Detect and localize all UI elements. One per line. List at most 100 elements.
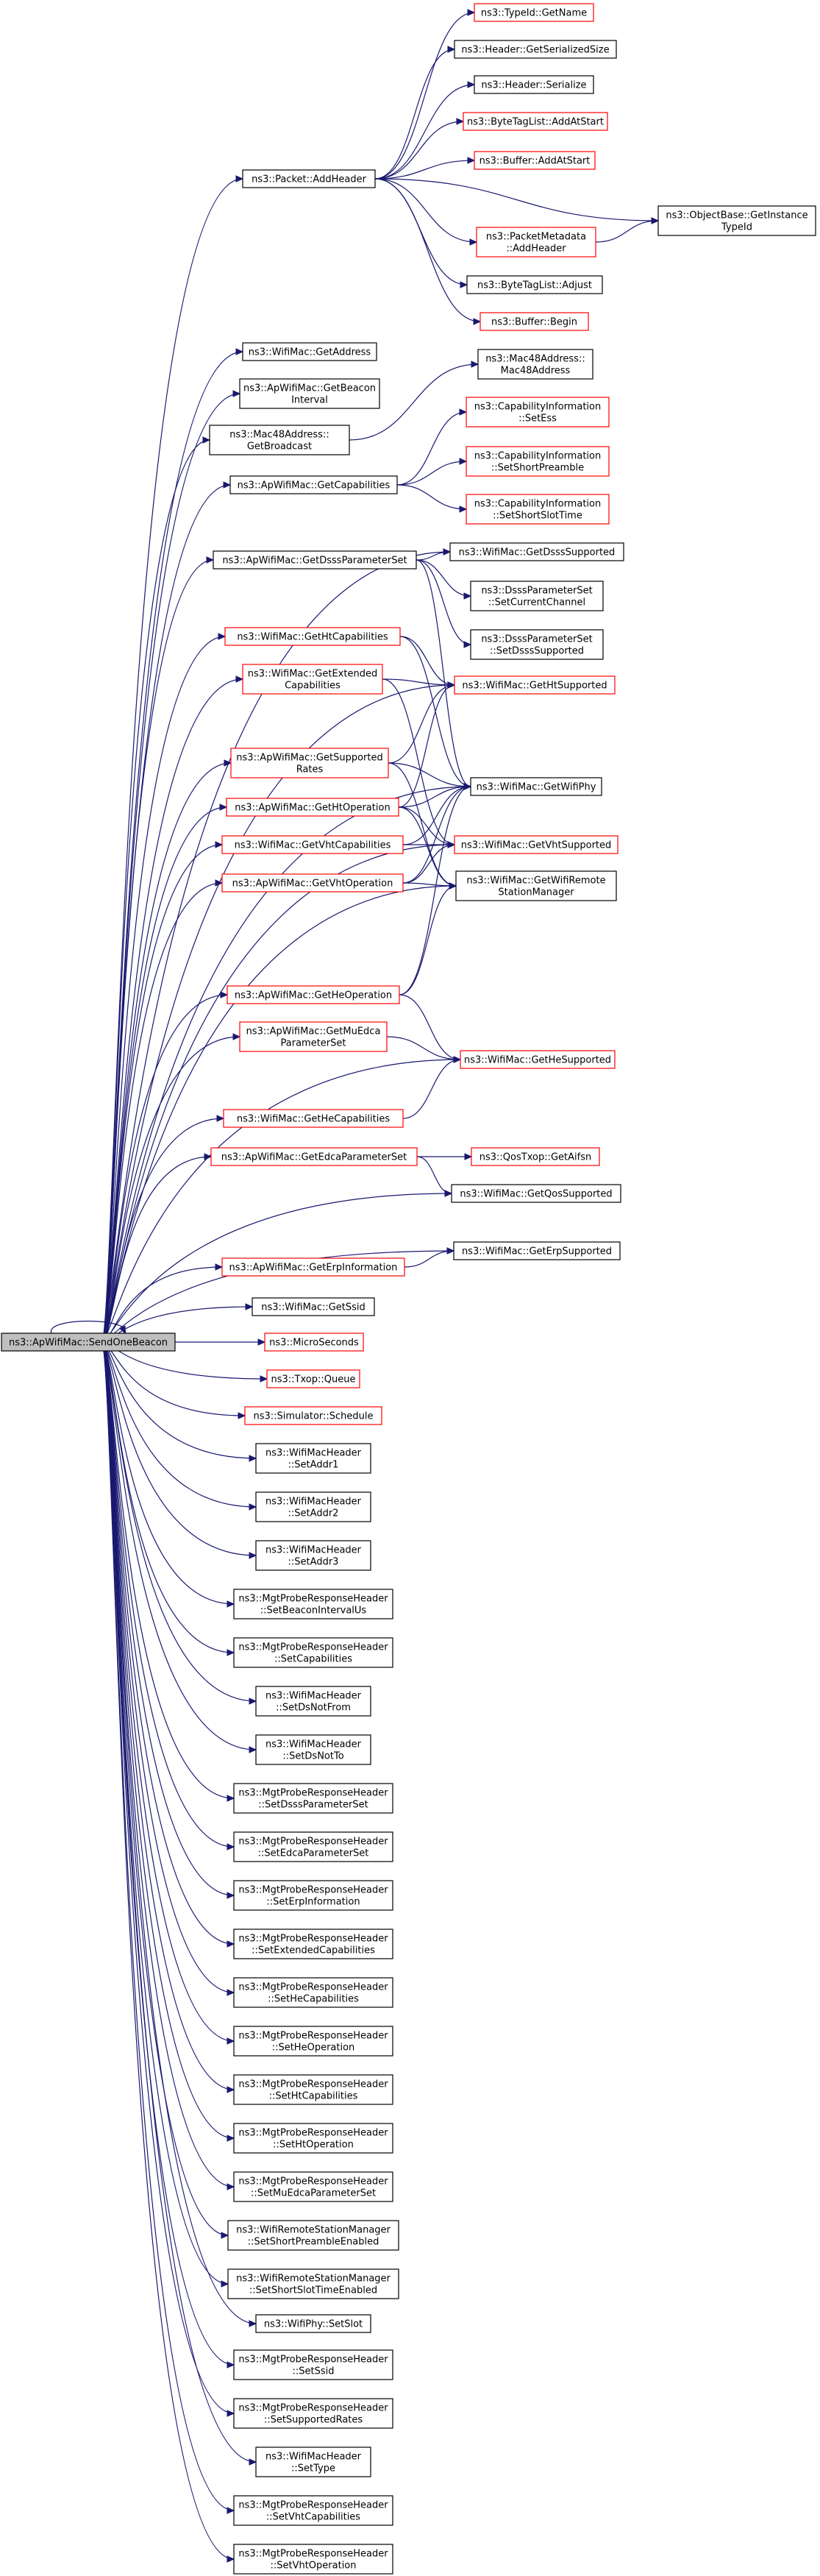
- node-txop-queue[interactable]: ns3::Txop::Queue: [266, 1369, 360, 1388]
- edge-arrowhead: [464, 1153, 473, 1160]
- node-label: ::SetEss: [518, 414, 557, 425]
- node-label: ns3::Txop::Queue: [271, 1374, 356, 1385]
- edge-line: [101, 994, 228, 1343]
- node-capinfo-setess[interactable]: ns3::CapabilityInformation::SetEss: [466, 397, 610, 427]
- node-wifimacheader-setaddr1[interactable]: ns3::WifiMacHeader::SetAddr1: [255, 1443, 371, 1474]
- node-microseconds[interactable]: ns3::MicroSeconds: [264, 1333, 364, 1352]
- node-capinfo-setshortslottime[interactable]: ns3::CapabilityInformation::SetShortSlot…: [466, 494, 610, 525]
- node-wrsm-setshortslottimeenabled[interactable]: ns3::WifiRemoteStationManager::SetShortS…: [227, 2268, 399, 2299]
- edge-line: [374, 178, 659, 221]
- node-wifimac-getssid[interactable]: ns3::WifiMac::GetSsid: [252, 1297, 375, 1316]
- node-mgt-setdsssparameterset[interactable]: ns3::MgtProbeResponseHeader::SetDsssPara…: [233, 1783, 393, 1814]
- node-mgt-seterpinformation[interactable]: ns3::MgtProbeResponseHeader::SetErpInfor…: [233, 1880, 393, 1911]
- node-header-serialize[interactable]: ns3::Header::Serialize: [474, 75, 594, 94]
- node-mgt-sethtcapabilities[interactable]: ns3::MgtProbeResponseHeader::SetHtCapabi…: [233, 2074, 393, 2105]
- node-wifimacheader-setaddr2[interactable]: ns3::WifiMacHeader::SetAddr2: [255, 1491, 371, 1522]
- node-qostxop-getaifsn[interactable]: ns3::QosTxop::GetAifsn: [471, 1147, 600, 1166]
- node-root[interactable]: ns3::ApWifiMac::SendOneBeacon: [1, 1333, 176, 1352]
- node-wifimac-getdssssupported[interactable]: ns3::WifiMac::GetDsssSupported: [449, 542, 624, 561]
- node-bytetaglist-adjust[interactable]: ns3::ByteTagList::Adjust: [466, 275, 603, 294]
- edge-arrowhead: [447, 681, 456, 689]
- node-typeid-getname[interactable]: ns3::TypeId::GetName: [474, 3, 594, 22]
- node-box: [233, 2398, 393, 2429]
- node-apwifimac-getdsssparameterset[interactable]: ns3::ApWifiMac::GetDsssParameterSet: [213, 550, 417, 570]
- node-wifimac-gethtcapabilities[interactable]: ns3::WifiMac::GetHtCapabilities: [224, 627, 401, 646]
- edge-line: [101, 1036, 240, 1343]
- node-header-getserializedsize[interactable]: ns3::Header::GetSerializedSize: [454, 40, 617, 59]
- node-mgt-setcapabilities[interactable]: ns3::MgtProbeResponseHeader::SetCapabili…: [233, 1637, 393, 1668]
- node-wifimacheader-settype[interactable]: ns3::WifiMacHeader::SetType: [255, 2447, 371, 2477]
- node-mgt-setbeaconintervalus[interactable]: ns3::MgtProbeResponseHeader::SetBeaconIn…: [233, 1589, 393, 1619]
- node-bytetaglist-addatstart[interactable]: ns3::ByteTagList::AddAtStart: [463, 112, 608, 131]
- node-addheader[interactable]: ns3::Packet::AddHeader: [242, 169, 376, 188]
- node-wifimacheader-setdsnotto[interactable]: ns3::WifiMacHeader::SetDsNotTo: [255, 1734, 371, 1765]
- edge-apwifimac-getcapabilities-to-capinfo-setshortslottime: [396, 484, 468, 513]
- node-simulator-schedule[interactable]: ns3::Simulator::Schedule: [244, 1406, 382, 1425]
- edge-apwifimac-getedcaparameterset-to-wifimac-getqossupported: [416, 1156, 453, 1197]
- node-label: ns3::ApWifiMac::GetEdcaParameterSet: [221, 1152, 407, 1163]
- node-label: ::SetShortSlotTimeEnabled: [249, 2285, 377, 2296]
- node-buffer-begin[interactable]: ns3::Buffer::Begin: [479, 312, 589, 331]
- node-apwifimac-getedcaparameterset[interactable]: ns3::ApWifiMac::GetEdcaParameterSet: [210, 1147, 418, 1166]
- node-apwifimac-getvhtoperation[interactable]: ns3::ApWifiMac::GetVhtOperation: [221, 873, 404, 893]
- node-label: ns3::Mac48Address::: [485, 354, 585, 365]
- node-label: ns3::MgtProbeResponseHeader: [238, 1982, 388, 1993]
- node-box: [454, 835, 618, 854]
- node-mgt-setedcaparameterset[interactable]: ns3::MgtProbeResponseHeader::SetEdcaPara…: [233, 1831, 393, 1862]
- edge-arrowhead: [463, 592, 472, 600]
- node-label: Capabilities: [285, 681, 341, 692]
- node-mgt-setvhtoperation[interactable]: ns3::MgtProbeResponseHeader::SetVhtOpera…: [233, 2544, 393, 2575]
- node-wifimac-getwifiphy[interactable]: ns3::WifiMac::GetWifiPhy: [470, 777, 602, 796]
- node-label: ns3::WifiMac::GetHtCapabilities: [237, 632, 388, 643]
- node-wifimac-getvhtsupported[interactable]: ns3::WifiMac::GetVhtSupported: [454, 835, 618, 854]
- node-label: ns3::DsssParameterSet: [481, 634, 592, 645]
- node-mgt-setextendedcapabilities[interactable]: ns3::MgtProbeResponseHeader::SetExtended…: [233, 1929, 393, 1959]
- node-label: ::SetDsNotTo: [282, 1751, 343, 1762]
- node-mgt-setheoperation[interactable]: ns3::MgtProbeResponseHeader::SetHeOperat…: [233, 2026, 393, 2057]
- node-wifimacheader-setaddr3[interactable]: ns3::WifiMacHeader::SetAddr3: [255, 1540, 371, 1571]
- node-label: ::SetEdcaParameterSet: [258, 1848, 369, 1859]
- node-wifimac-gethecapabilities[interactable]: ns3::WifiMac::GetHeCapabilities: [223, 1109, 404, 1128]
- edge-root-to-apwifimac-getmuedcaparameterset: [101, 1033, 241, 1343]
- node-mgt-setsupportedrates[interactable]: ns3::MgtProbeResponseHeader::SetSupporte…: [233, 2398, 393, 2429]
- node-wifimacheader-setdsnotfrom[interactable]: ns3::WifiMacHeader::SetDsNotFrom: [255, 1686, 371, 1717]
- node-wifimac-gethtsupported[interactable]: ns3::WifiMac::GetHtSupported: [454, 675, 616, 695]
- node-mgt-sethecapabilities[interactable]: ns3::MgtProbeResponseHeader::SetHeCapabi…: [233, 1977, 393, 2008]
- node-wifimac-getvhtcapabilities[interactable]: ns3::WifiMac::GetVhtCapabilities: [221, 835, 404, 854]
- node-wrsm-setshortpreambleenabled[interactable]: ns3::WifiRemoteStationManager::SetShortP…: [227, 2220, 399, 2251]
- node-dsss-setdssssupported[interactable]: ns3::DsssParameterSet::SetDsssSupported: [470, 629, 604, 660]
- edge-arrowhead: [447, 46, 456, 53]
- node-apwifimac-getheoperation[interactable]: ns3::ApWifiMac::GetHeOperation: [227, 985, 400, 1004]
- node-label: ns3::WifiMacHeader: [265, 1691, 362, 1702]
- node-mgt-setmuedcaparameterset[interactable]: ns3::MgtProbeResponseHeader::SetMuEdcaPa…: [233, 2171, 393, 2202]
- node-wifimac-getqossupported[interactable]: ns3::WifiMac::GetQosSupported: [451, 1184, 621, 1203]
- node-buffer-addatstart[interactable]: ns3::Buffer::AddAtStart: [474, 151, 596, 170]
- node-label: ::SetErpInformation: [266, 1897, 360, 1908]
- node-apwifimac-gethtoperation[interactable]: ns3::ApWifiMac::GetHtOperation: [226, 798, 399, 817]
- node-wifimac-gethesupported[interactable]: ns3::WifiMac::GetHeSupported: [460, 1050, 616, 1069]
- node-capinfo-setshortpreamble[interactable]: ns3::CapabilityInformation::SetShortPrea…: [466, 446, 610, 477]
- node-apwifimac-geterpinformation[interactable]: ns3::ApWifiMac::GetErpInformation: [221, 1257, 405, 1277]
- node-wifimac-getaddress[interactable]: ns3::WifiMac::GetAddress: [242, 342, 377, 361]
- node-mac48-mac48address[interactable]: ns3::Mac48Address::Mac48Address: [477, 349, 593, 380]
- node-box: [264, 1333, 364, 1352]
- node-box: [466, 275, 603, 294]
- node-wifimac-getwifiremotestationmanager[interactable]: ns3::WifiMac::GetWifiRemoteStationManage…: [455, 870, 617, 901]
- node-apwifimac-getcapabilities[interactable]: ns3::ApWifiMac::GetCapabilities: [229, 475, 398, 494]
- node-packetmetadata-addheader[interactable]: ns3::PacketMetadata::AddHeader: [476, 227, 596, 258]
- node-dsss-setcurrentchannel[interactable]: ns3::DsssParameterSet::SetCurrentChannel: [470, 581, 604, 611]
- node-wifimac-geterpsupported[interactable]: ns3::WifiMac::GetErpSupported: [453, 1241, 621, 1260]
- edge-line: [101, 1341, 257, 1556]
- node-wifiphy-setslot[interactable]: ns3::WifiPhy::SetSlot: [255, 2314, 371, 2333]
- node-mgt-setvhtcapabilities[interactable]: ns3::MgtProbeResponseHeader::SetVhtCapab…: [233, 2495, 393, 2526]
- node-mgt-sethtoperation[interactable]: ns3::MgtProbeResponseHeader::SetHtOperat…: [233, 2123, 393, 2154]
- node-mac48-getbroadcast[interactable]: ns3::Mac48Address::GetBroadcast: [209, 425, 350, 455]
- node-mgt-setssid[interactable]: ns3::MgtProbeResponseHeader::SetSsid: [233, 2349, 393, 2380]
- node-layer: ns3::ApWifiMac::SendOneBeacon ns3::Packet…: [1, 3, 816, 2575]
- edge-addheader-to-buffer-begin: [374, 178, 482, 325]
